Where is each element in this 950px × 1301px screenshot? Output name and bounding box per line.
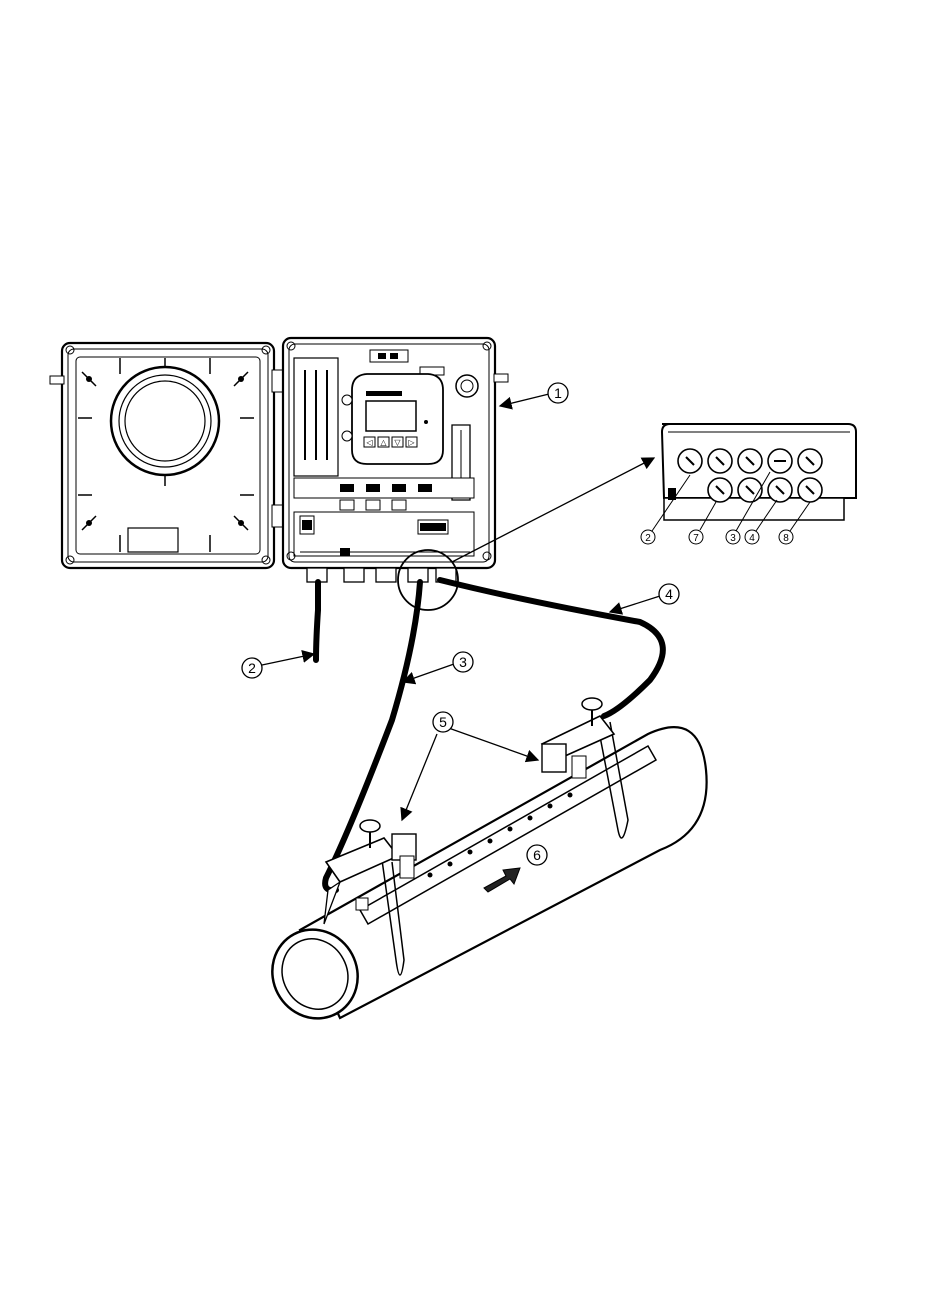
thumb-screw (360, 820, 380, 832)
callout-6: 6 (533, 847, 541, 863)
callout-3: 3 (459, 654, 467, 670)
enclosure-bottom-view: 2 7 3 4 8 (641, 424, 856, 544)
callout-4: 4 (665, 586, 673, 602)
cable-glands (307, 568, 456, 582)
button-right-glyph: ▷ (408, 438, 415, 447)
terminal-strip (294, 478, 474, 498)
power-cable (316, 582, 318, 660)
thumb-screw (582, 698, 602, 710)
callout-1: 1 (554, 385, 562, 401)
bottom-callout-8: 8 (783, 533, 789, 544)
button-left-glyph: ◁ (366, 438, 373, 447)
callout-5: 5 (439, 714, 447, 730)
callout-2: 2 (248, 660, 256, 676)
enclosure-lid (50, 343, 274, 568)
bottom-callout-7: 7 (693, 533, 699, 544)
bottom-callout-3: 3 (730, 533, 736, 544)
transducer-cable-downstream (440, 580, 663, 716)
bottom-callout-4: 4 (749, 533, 755, 544)
button-down-glyph: ▽ (394, 438, 401, 447)
lcd-screen (366, 401, 416, 431)
button-up-glyph: △ (380, 438, 387, 447)
bottom-callout-2: 2 (645, 533, 651, 544)
transmitter-display: ◁ △ ▽ ▷ (342, 374, 443, 464)
enclosure-body: ◁ △ ▽ ▷ (283, 338, 508, 568)
